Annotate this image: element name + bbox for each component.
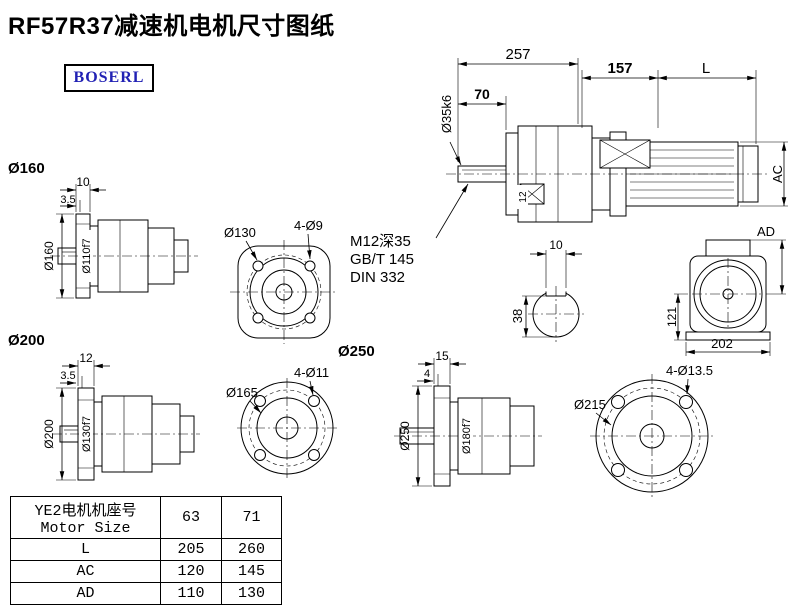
cell-AD-71: 130 <box>221 582 282 605</box>
table-size-col-63: 63 <box>160 496 222 539</box>
dim-spigot-dia: Ø110f7 <box>81 238 93 273</box>
dim-step: 3.5 <box>60 370 75 382</box>
flange200-side-view: Ø200 12 3.5 Ø200 Ø130f7 <box>8 332 200 481</box>
table-header-cn: YE2电机机座号 <box>34 502 137 520</box>
terminal-box-rear <box>705 239 751 257</box>
page-title: RF57R37减速机电机尺寸图纸 <box>8 13 335 40</box>
brand-logo: BOSERL <box>64 64 154 92</box>
face130-view: Ø130 4-Ø9 <box>224 218 338 344</box>
cell-AC-71: 145 <box>221 560 282 583</box>
bolt-hole <box>304 260 316 272</box>
dim-flange-thickness: 12 <box>518 191 529 203</box>
bolt-hole <box>308 449 320 461</box>
dim-flange-thickness-label: 12 <box>516 185 529 209</box>
dim-shaft-diameter-label: Ø35k6 <box>439 95 454 133</box>
cell-AD-63: 110 <box>160 582 222 605</box>
dim-holes: 4-Ø11 <box>294 365 329 380</box>
dim-gearbox-length: 157 <box>607 60 632 77</box>
dim-bolt-circle: Ø215 <box>574 397 606 412</box>
dim-spigot-depth: 15 <box>435 349 449 363</box>
shaft-thread-note: M12深35 GB/T 145 DIN 332 <box>350 233 414 286</box>
bolt-hole <box>252 260 264 272</box>
shaft-section-view: 10 38 <box>510 238 584 342</box>
bolt-hole <box>254 449 266 461</box>
bolt-hole <box>679 395 693 409</box>
cell-L-63: 205 <box>160 538 222 561</box>
bolt-hole <box>611 463 625 477</box>
thread-spec: M12深35 <box>350 233 411 250</box>
dim-motor-diameter-label: AC <box>770 165 785 183</box>
dim-step: 3.5 <box>60 194 75 206</box>
dim-base-width: 202 <box>711 336 733 351</box>
flange160-label: Ø160 <box>8 160 45 177</box>
motor-rear-view: AD 121 202 <box>665 224 786 356</box>
table-row-AD: AD 110 130 <box>10 582 282 605</box>
dim-motor-length: L <box>702 60 710 77</box>
flange200-label: Ø200 <box>8 332 45 349</box>
bolt-hole <box>679 463 693 477</box>
motor-size-table: YE2电机机座号 Motor Size 63 71 L 205 260 AC 1… <box>10 496 282 605</box>
table-size-col-71: 71 <box>221 496 282 539</box>
flange250-side-view: Ø250 15 4 Ø250 Ø180f7 <box>338 343 542 487</box>
cell-L-71: 260 <box>221 538 282 561</box>
flange250-label: Ø250 <box>338 343 375 360</box>
bolt-hole <box>611 395 625 409</box>
dim-flange-outer-dia: Ø160 <box>42 241 56 271</box>
bolt-circle <box>248 389 326 467</box>
table-header-row: YE2电机机座号 Motor Size 63 71 <box>10 496 282 539</box>
dim-holes: 4-Ø13.5 <box>666 363 713 378</box>
flange160-side-view: Ø160 10 3.5 Ø160 Ø110f7 <box>8 160 198 299</box>
row-label-L: L <box>10 538 161 561</box>
dim-shaft-diameter: Ø35k6 <box>439 95 454 133</box>
thread-standard-gb: GB/T 145 <box>350 251 414 268</box>
table-header-cell: YE2电机机座号 Motor Size <box>10 496 161 539</box>
row-label-AD: AD <box>10 582 161 605</box>
dim-flange-outer-dia: Ø200 <box>42 419 56 449</box>
bolt-hole <box>304 312 316 324</box>
dim-step: 4 <box>424 368 430 380</box>
motor-base <box>685 331 771 341</box>
bolt-hole <box>252 312 264 324</box>
bolt-hole <box>308 395 320 407</box>
brand-logo-text: BOSERL <box>73 69 145 86</box>
dim-shaft-height: 38 <box>510 309 525 323</box>
face215-view: Ø215 4-Ø13.5 <box>574 363 714 498</box>
dim-overall-length: 257 <box>505 46 530 63</box>
thread-standard-din: DIN 332 <box>350 269 405 286</box>
dim-spigot-dia: Ø130f7 <box>81 416 93 452</box>
dim-holes: 4-Ø9 <box>294 218 323 233</box>
cell-AC-63: 120 <box>160 560 222 583</box>
dim-spigot-depth: 10 <box>76 175 90 189</box>
dim-key-width: 10 <box>549 238 563 252</box>
dim-spigot-depth: 12 <box>79 351 93 365</box>
dim-ad: AD <box>757 224 775 239</box>
main-assembly-view: 257 157 L 70 Ø35k6 AC 12 <box>435 46 788 239</box>
table-row-AC: AC 120 145 <box>10 560 282 583</box>
row-label-AC: AC <box>10 560 161 583</box>
table-row-L: L 205 260 <box>10 538 282 561</box>
dim-bolt-circle: Ø130 <box>224 225 256 240</box>
dim-motor-diameter: AC <box>770 165 785 183</box>
dim-bolt-circle: Ø165 <box>226 385 258 400</box>
thread-note-leader <box>435 183 469 239</box>
dim-center-height: 121 <box>665 307 679 327</box>
dim-spigot-dia: Ø180f7 <box>461 418 473 454</box>
dim-flange-outer-dia: Ø250 <box>398 421 412 451</box>
face165-view: Ø165 4-Ø11 <box>226 365 337 478</box>
table-header-en: Motor Size <box>40 519 131 537</box>
dim-shaft-length: 70 <box>474 86 490 102</box>
